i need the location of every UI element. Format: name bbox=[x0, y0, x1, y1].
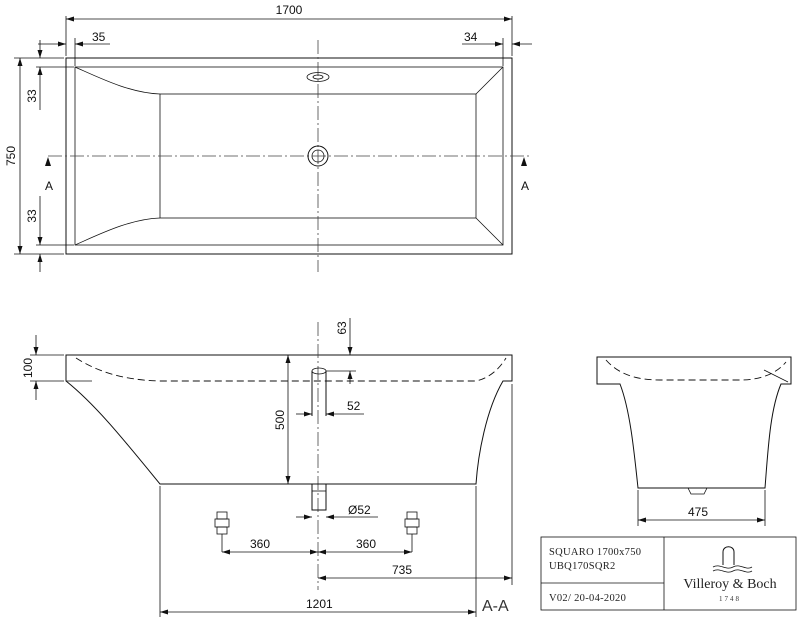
side-section-outline bbox=[65, 354, 513, 485]
dim-depth: 500 bbox=[273, 410, 287, 430]
section-marker-right: A bbox=[521, 179, 529, 193]
arrowhead bbox=[33, 347, 39, 355]
dim-waste-to-end: 735 bbox=[392, 563, 412, 577]
end-drain-recess bbox=[687, 487, 708, 495]
dim-rim-bottom: 33 bbox=[25, 209, 39, 223]
arrowhead bbox=[17, 58, 23, 66]
side-hidden-inner bbox=[75, 357, 507, 382]
arrowhead bbox=[33, 381, 39, 389]
model-name: SQUARO 1700x750 bbox=[549, 547, 641, 558]
arrowhead bbox=[37, 67, 43, 75]
end-rim-slope bbox=[763, 369, 789, 383]
villeroy-boch-logo-icon bbox=[712, 546, 753, 573]
dim-end-bottom-width: 475 bbox=[688, 505, 708, 519]
overflow-pipe-top bbox=[311, 367, 327, 375]
arrowhead bbox=[504, 16, 512, 22]
dim-bottom-length: 1201 bbox=[306, 597, 333, 611]
arrowhead bbox=[347, 371, 353, 379]
section-arrow-left bbox=[45, 157, 51, 166]
arrowhead bbox=[285, 355, 291, 363]
top-backrest-curve-lower bbox=[74, 217, 161, 246]
dim-rim-left: 35 bbox=[92, 30, 106, 44]
top-corner-line-lower bbox=[475, 217, 504, 246]
dim-overall-width: 750 bbox=[4, 146, 18, 166]
arrowhead bbox=[504, 575, 512, 581]
arrowhead bbox=[304, 514, 312, 520]
arrowhead bbox=[37, 50, 43, 58]
arrowhead bbox=[495, 41, 503, 47]
side-section: 100 63 500 52 Ø52 360 360 bbox=[21, 318, 513, 617]
arrowhead bbox=[304, 411, 312, 417]
dim-waste-diameter: Ø52 bbox=[348, 503, 371, 517]
arrowhead bbox=[404, 549, 412, 555]
arrowhead bbox=[75, 41, 83, 47]
dim-overflow-pipe: 52 bbox=[347, 399, 361, 413]
arrowhead bbox=[160, 609, 168, 615]
dim-overall-length: 1700 bbox=[276, 3, 303, 17]
arrowhead bbox=[310, 549, 318, 555]
dim-rim-height: 100 bbox=[21, 358, 35, 378]
overflow-outlet-inner bbox=[312, 74, 324, 80]
arrowhead bbox=[347, 347, 353, 355]
arrowhead bbox=[326, 514, 334, 520]
arrowhead bbox=[318, 575, 326, 581]
drawing-version: V02/ 20-04-2020 bbox=[549, 593, 626, 604]
adjustable-foot-left bbox=[214, 511, 230, 552]
adjustable-foot-right bbox=[404, 511, 420, 552]
arrowhead bbox=[468, 609, 476, 615]
end-view: 475 bbox=[596, 356, 792, 526]
arrowhead bbox=[37, 254, 43, 262]
arrowhead bbox=[757, 517, 765, 523]
section-label: A-A bbox=[482, 598, 509, 615]
arrowhead bbox=[66, 16, 74, 22]
arrowhead bbox=[285, 476, 291, 484]
waste-outlet bbox=[311, 483, 327, 511]
section-arrow-right bbox=[521, 157, 527, 166]
top-corner-line-upper bbox=[475, 66, 504, 95]
drain-inner-ring bbox=[311, 149, 325, 163]
arrowhead bbox=[638, 517, 646, 523]
brand-since: 1748 bbox=[719, 595, 741, 603]
title-block-frame bbox=[540, 536, 797, 611]
arrowhead bbox=[512, 41, 520, 47]
top-view: 1700 35 34 750 33 33 bbox=[4, 3, 532, 272]
overflow-outlet bbox=[306, 72, 330, 82]
arrowhead bbox=[222, 549, 230, 555]
title-block: SQUARO 1700x750 UBQ170SQR2 V02/ 20-04-20… bbox=[540, 536, 797, 611]
drain-outer-ring bbox=[307, 145, 329, 167]
arrowhead bbox=[58, 41, 66, 47]
dim-rim-top: 33 bbox=[25, 89, 39, 103]
arrowhead bbox=[326, 411, 334, 417]
end-view-outline bbox=[596, 356, 792, 489]
top-backrest-curve-upper bbox=[74, 66, 161, 95]
brand-name: Villeroy & Boch bbox=[683, 577, 776, 592]
model-code: UBQ170SQR2 bbox=[549, 561, 616, 572]
dim-overflow-offset: 63 bbox=[335, 321, 349, 335]
section-marker-left: A bbox=[45, 179, 53, 193]
arrowhead bbox=[17, 246, 23, 254]
dim-foot-left: 360 bbox=[250, 537, 270, 551]
dim-foot-right: 360 bbox=[356, 537, 376, 551]
arrowhead bbox=[318, 549, 326, 555]
end-hidden-inner bbox=[605, 359, 787, 381]
dim-rim-right: 34 bbox=[464, 30, 478, 44]
arrowhead bbox=[37, 237, 43, 245]
